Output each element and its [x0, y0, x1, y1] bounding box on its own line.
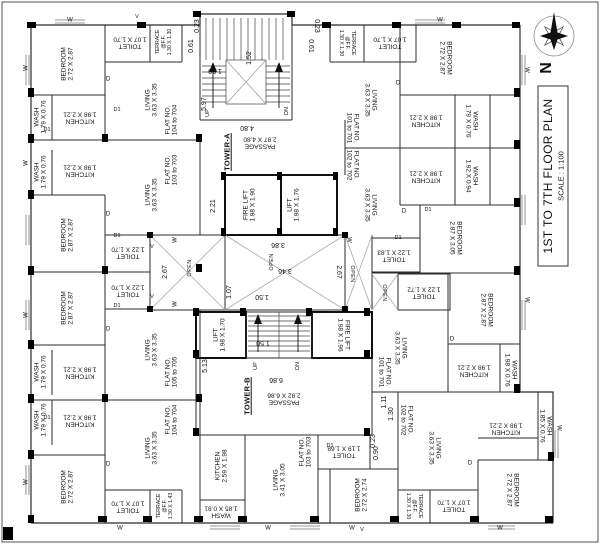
- compass-rose-icon: [533, 12, 575, 57]
